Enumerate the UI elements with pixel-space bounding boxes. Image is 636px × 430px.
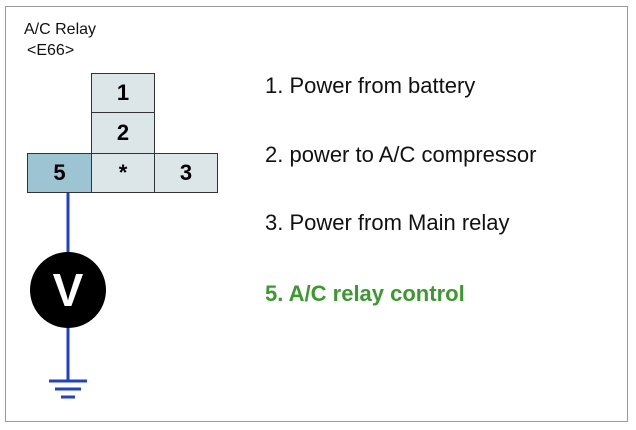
relay-title: A/C Relay (24, 21, 97, 38)
legend-item-5: 5. A/C relay control (265, 281, 465, 306)
pin-star: * (91, 153, 155, 193)
voltmeter-icon: V (30, 252, 106, 328)
ground-icon (49, 379, 87, 399)
legend-item-3: 3. Power from Main relay (265, 210, 510, 235)
pin-3: 3 (154, 153, 218, 193)
pin-star-label: * (118, 160, 128, 185)
legend-item-1: 1. Power from battery (265, 73, 476, 98)
legend-item-2: 2. power to A/C compressor (265, 142, 537, 167)
pin-5-label: 5 (53, 160, 66, 185)
connector-code: <E66> (27, 42, 75, 59)
pin-1-label: 1 (116, 80, 130, 105)
pin-2-label: 2 (116, 120, 130, 145)
voltmeter-symbol: V (53, 264, 84, 316)
pin-3-label: 3 (179, 160, 193, 185)
pin-1: 1 (91, 73, 155, 113)
